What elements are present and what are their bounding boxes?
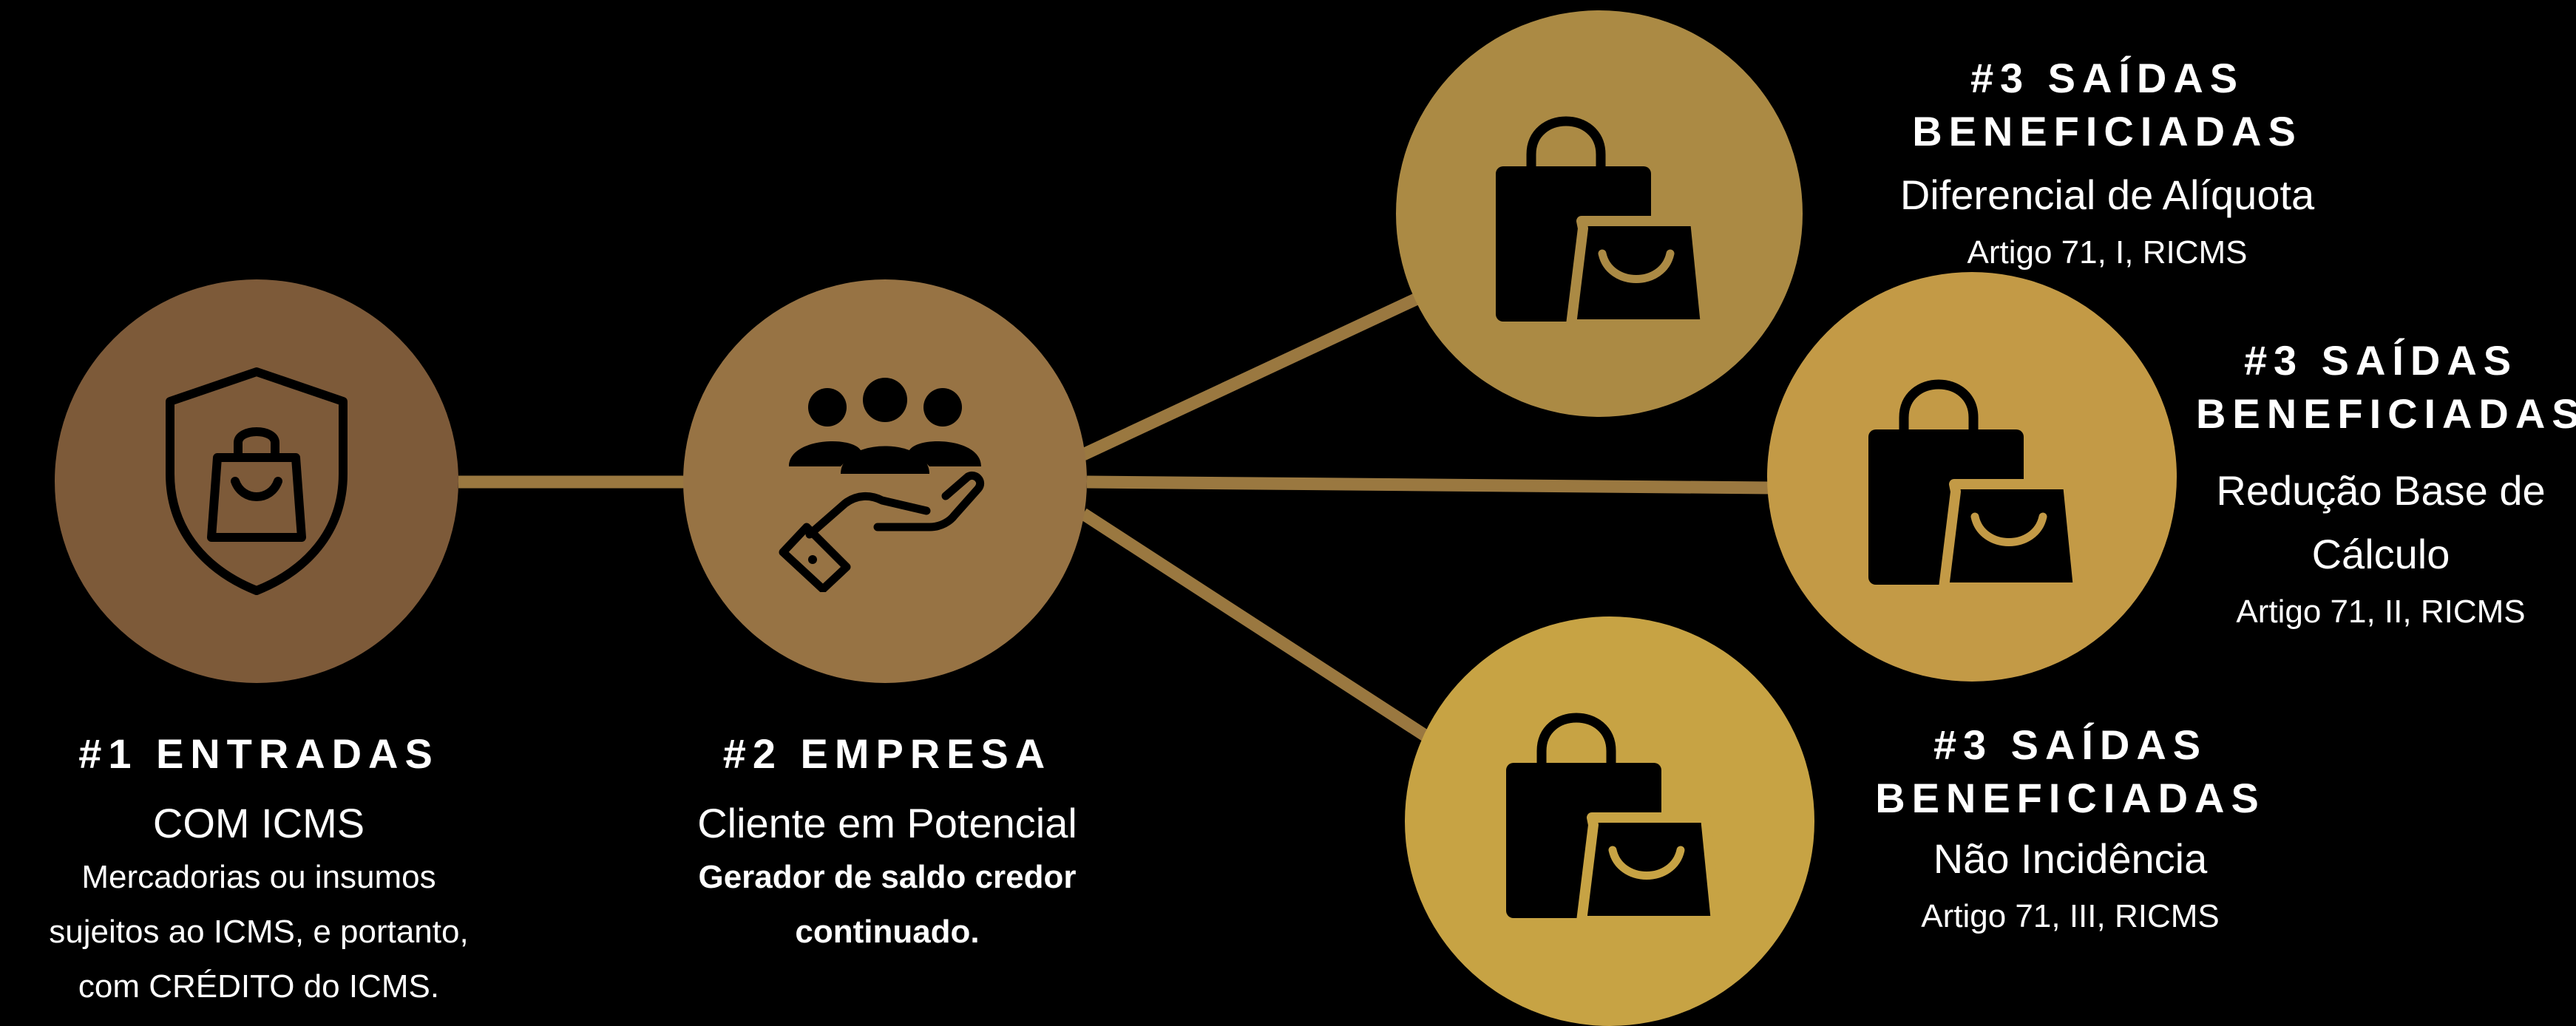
- empresa-node: [683, 279, 1087, 683]
- reducao-reference: Artigo 71, II, RICMS: [2236, 594, 2526, 630]
- reducao-heading: #3 SAÍDAS: [2243, 337, 2518, 384]
- shield-bag-icon: [166, 367, 348, 595]
- shopping-bags-icon: [1496, 116, 1710, 330]
- entradas-heading: #1 ENTRADAS: [78, 730, 439, 777]
- empresa-subheading: Cliente em Potencial: [697, 800, 1077, 846]
- empresa-line: continuado.: [795, 914, 980, 950]
- aliquota-node: [1396, 10, 1803, 417]
- entradas-subheading: COM ICMS: [152, 800, 365, 846]
- empresa-line: Gerador de saldo credor: [698, 859, 1077, 895]
- shopping-bags-icon: [1868, 379, 2083, 593]
- nao-incidencia-node: [1405, 616, 1814, 1026]
- aliquota-heading: #3 SAÍDAS BENEFICIADAS: [1912, 55, 2302, 154]
- connector-empresa-reducao: [1086, 475, 1772, 495]
- nao-incidencia-heading: #3 SAÍDAS: [1933, 721, 2208, 768]
- connector-empresa-aliquota: [1080, 290, 1426, 461]
- entradas-line: Mercadorias ou insumos: [81, 859, 436, 895]
- nao-incidencia-reference: Artigo 71, III, RICMS: [1921, 898, 2220, 934]
- entradas-text: #1 ENTRADAS COM ICMS Mercadorias ou insu…: [0, 727, 518, 1014]
- aliquota-text: #3 SAÍDAS BENEFICIADAS Diferencial de Al…: [1775, 52, 2440, 274]
- empresa-text: #2 EMPRESA Cliente em Potencial Gerador …: [628, 727, 1146, 959]
- empresa-heading: #2 EMPRESA: [722, 730, 1052, 777]
- reducao-text: #3 SAÍDAS BENEFICIADAS Redução Base de C…: [2196, 334, 2576, 633]
- entradas-line: sujeitos ao ICMS, e portanto,: [49, 914, 469, 950]
- hand-people-icon: [779, 378, 985, 592]
- aliquota-subheading: Diferencial de Alíquota: [1899, 171, 2315, 218]
- entradas-line: com CRÉDITO do ICMS.: [78, 968, 440, 1005]
- nao-incidencia-text: #3 SAÍDAS BENEFICIADAS Não Incidência Ar…: [1789, 718, 2351, 937]
- reducao-heading: BENEFICIADAS: [2196, 390, 2576, 437]
- aliquota-reference: Artigo 71, I, RICMS: [1967, 234, 2248, 271]
- nao-incidencia-subheading: Não Incidência: [1933, 835, 2208, 882]
- shopping-bags-icon: [1506, 713, 1721, 926]
- connector-empresa-nao-incidencia: [1079, 508, 1434, 745]
- nao-incidencia-heading: BENEFICIADAS: [1875, 775, 2265, 821]
- reducao-subheading: Cálculo: [2311, 531, 2450, 577]
- entradas-node: [55, 279, 458, 683]
- reducao-node: [1767, 272, 2177, 682]
- reducao-subheading: Redução Base de: [2216, 467, 2546, 514]
